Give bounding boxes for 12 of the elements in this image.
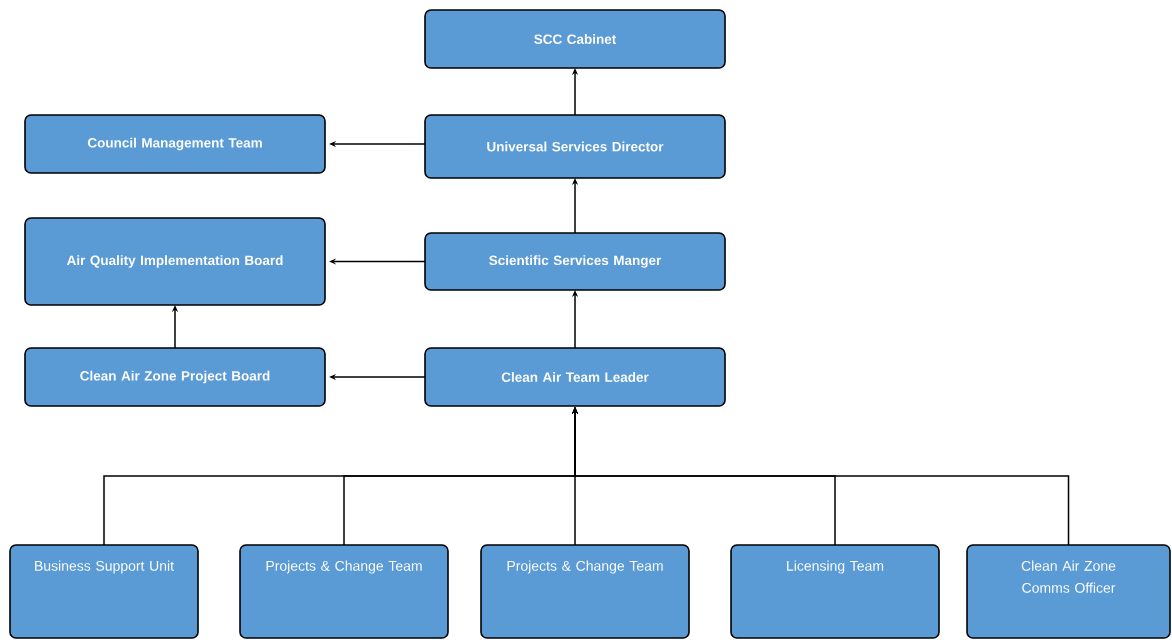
box: Licensing Team [730,544,940,639]
box: SCC Cabinet [424,9,726,69]
box: Projects & Change Team [480,544,690,639]
box: Clean Air Team Leader [424,347,726,407]
box: Council Management Team [24,114,326,174]
box: Projects & Change Team [239,544,449,639]
box: Clean Air Zone Project Board [24,347,326,407]
box: Scientific Services Manger [424,232,726,291]
box: Universal Services Director [424,114,726,179]
box: Clean Air Zone Comms Officer [966,544,1171,639]
box: Air Quality Implementation Board [24,217,326,306]
box: Business Support Unit [9,544,199,639]
